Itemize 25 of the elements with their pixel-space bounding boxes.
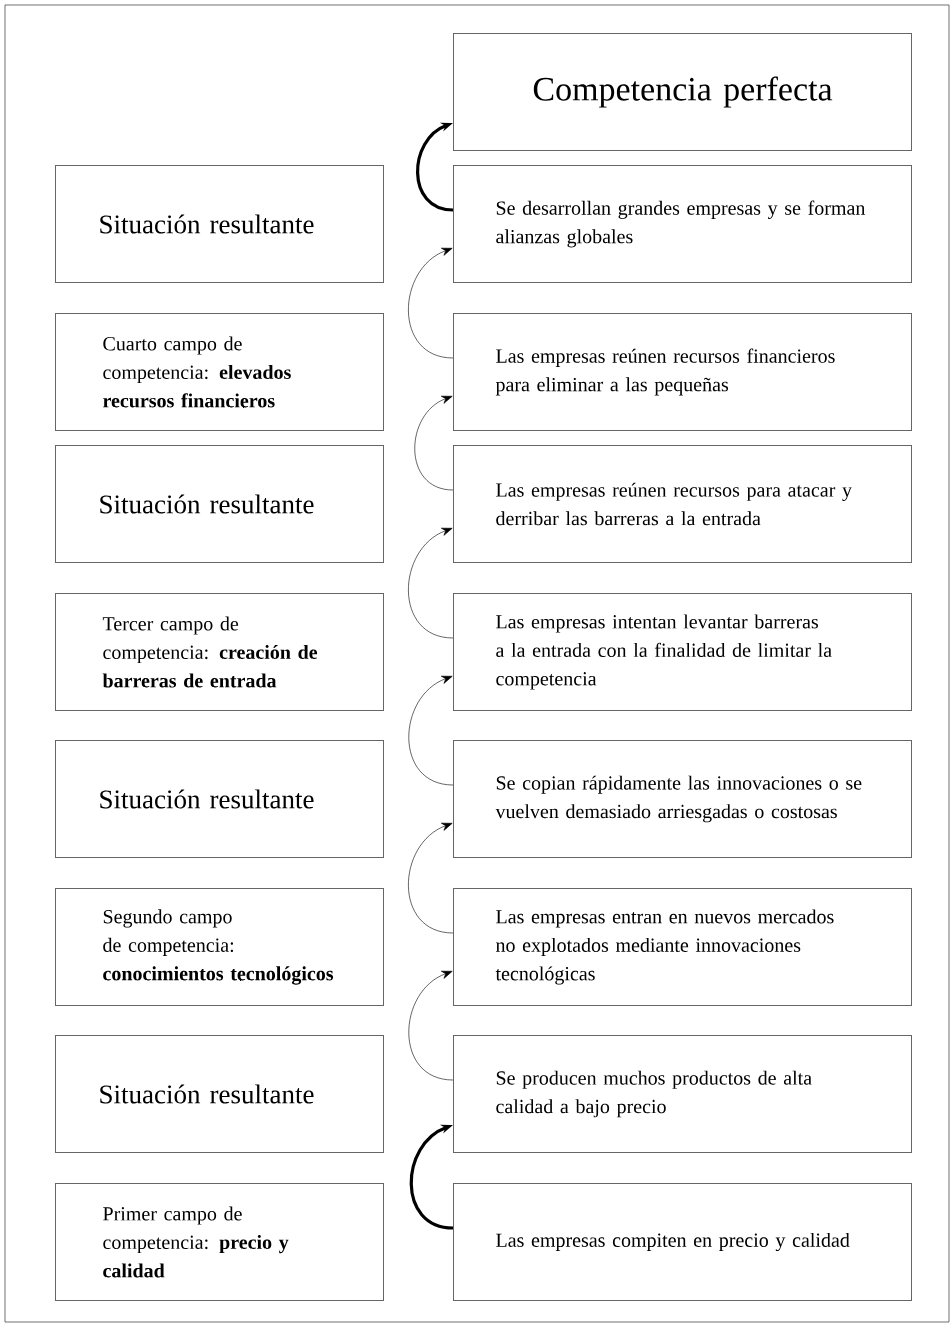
arrow — [414, 395, 454, 491]
arrow — [408, 970, 454, 1081]
process-box: Las empresas intentan levantar barreras a la entrada con la finalidad de limitar la competencia — [453, 593, 912, 711]
process-box: Situación resultante — [55, 740, 384, 858]
process-box: Situación resultante — [55, 445, 384, 563]
process-box: Situación resultante — [55, 1035, 384, 1153]
process-box: Se desarrollan grandes empresas y se forman alianzas globales — [453, 165, 912, 283]
process-box: Las empresas entran en nuevos mercados no explotados mediante innovaciones tecnológicas — [453, 888, 912, 1006]
arrow — [408, 247, 454, 359]
process-box: Segundo campo de competencia: conocimientos tecnológicos — [55, 888, 384, 1006]
process-box: Las empresas reúnen recursos financieros para eliminar a las pequeñas — [453, 313, 912, 431]
arrow — [409, 1124, 454, 1230]
title-box: Competencia perfecta — [453, 33, 912, 151]
arrow — [408, 527, 454, 639]
process-box: Cuarto campo de competencia: elevados recursos financieros — [55, 313, 384, 431]
process-box: Primer campo de competencia: precio y calidad — [55, 1183, 384, 1301]
arrow — [408, 675, 454, 786]
process-box: Las empresas reúnen recursos para atacar y derribar las barreras a la entrada — [453, 445, 912, 563]
arrow — [416, 122, 454, 212]
process-box: Tercer campo de competencia: creación de barreras de entrada — [55, 593, 384, 711]
process-box: Se producen muchos productos de alta calidad a bajo precio — [453, 1035, 912, 1153]
process-box: Se copian rápidamente las innovaciones o se vuelven demasiado arriesgadas o costosas — [453, 740, 912, 858]
process-box: Situación resultante — [55, 165, 384, 283]
process-box: Las empresas compiten en precio y calidad — [453, 1183, 912, 1301]
arrow — [408, 822, 454, 934]
